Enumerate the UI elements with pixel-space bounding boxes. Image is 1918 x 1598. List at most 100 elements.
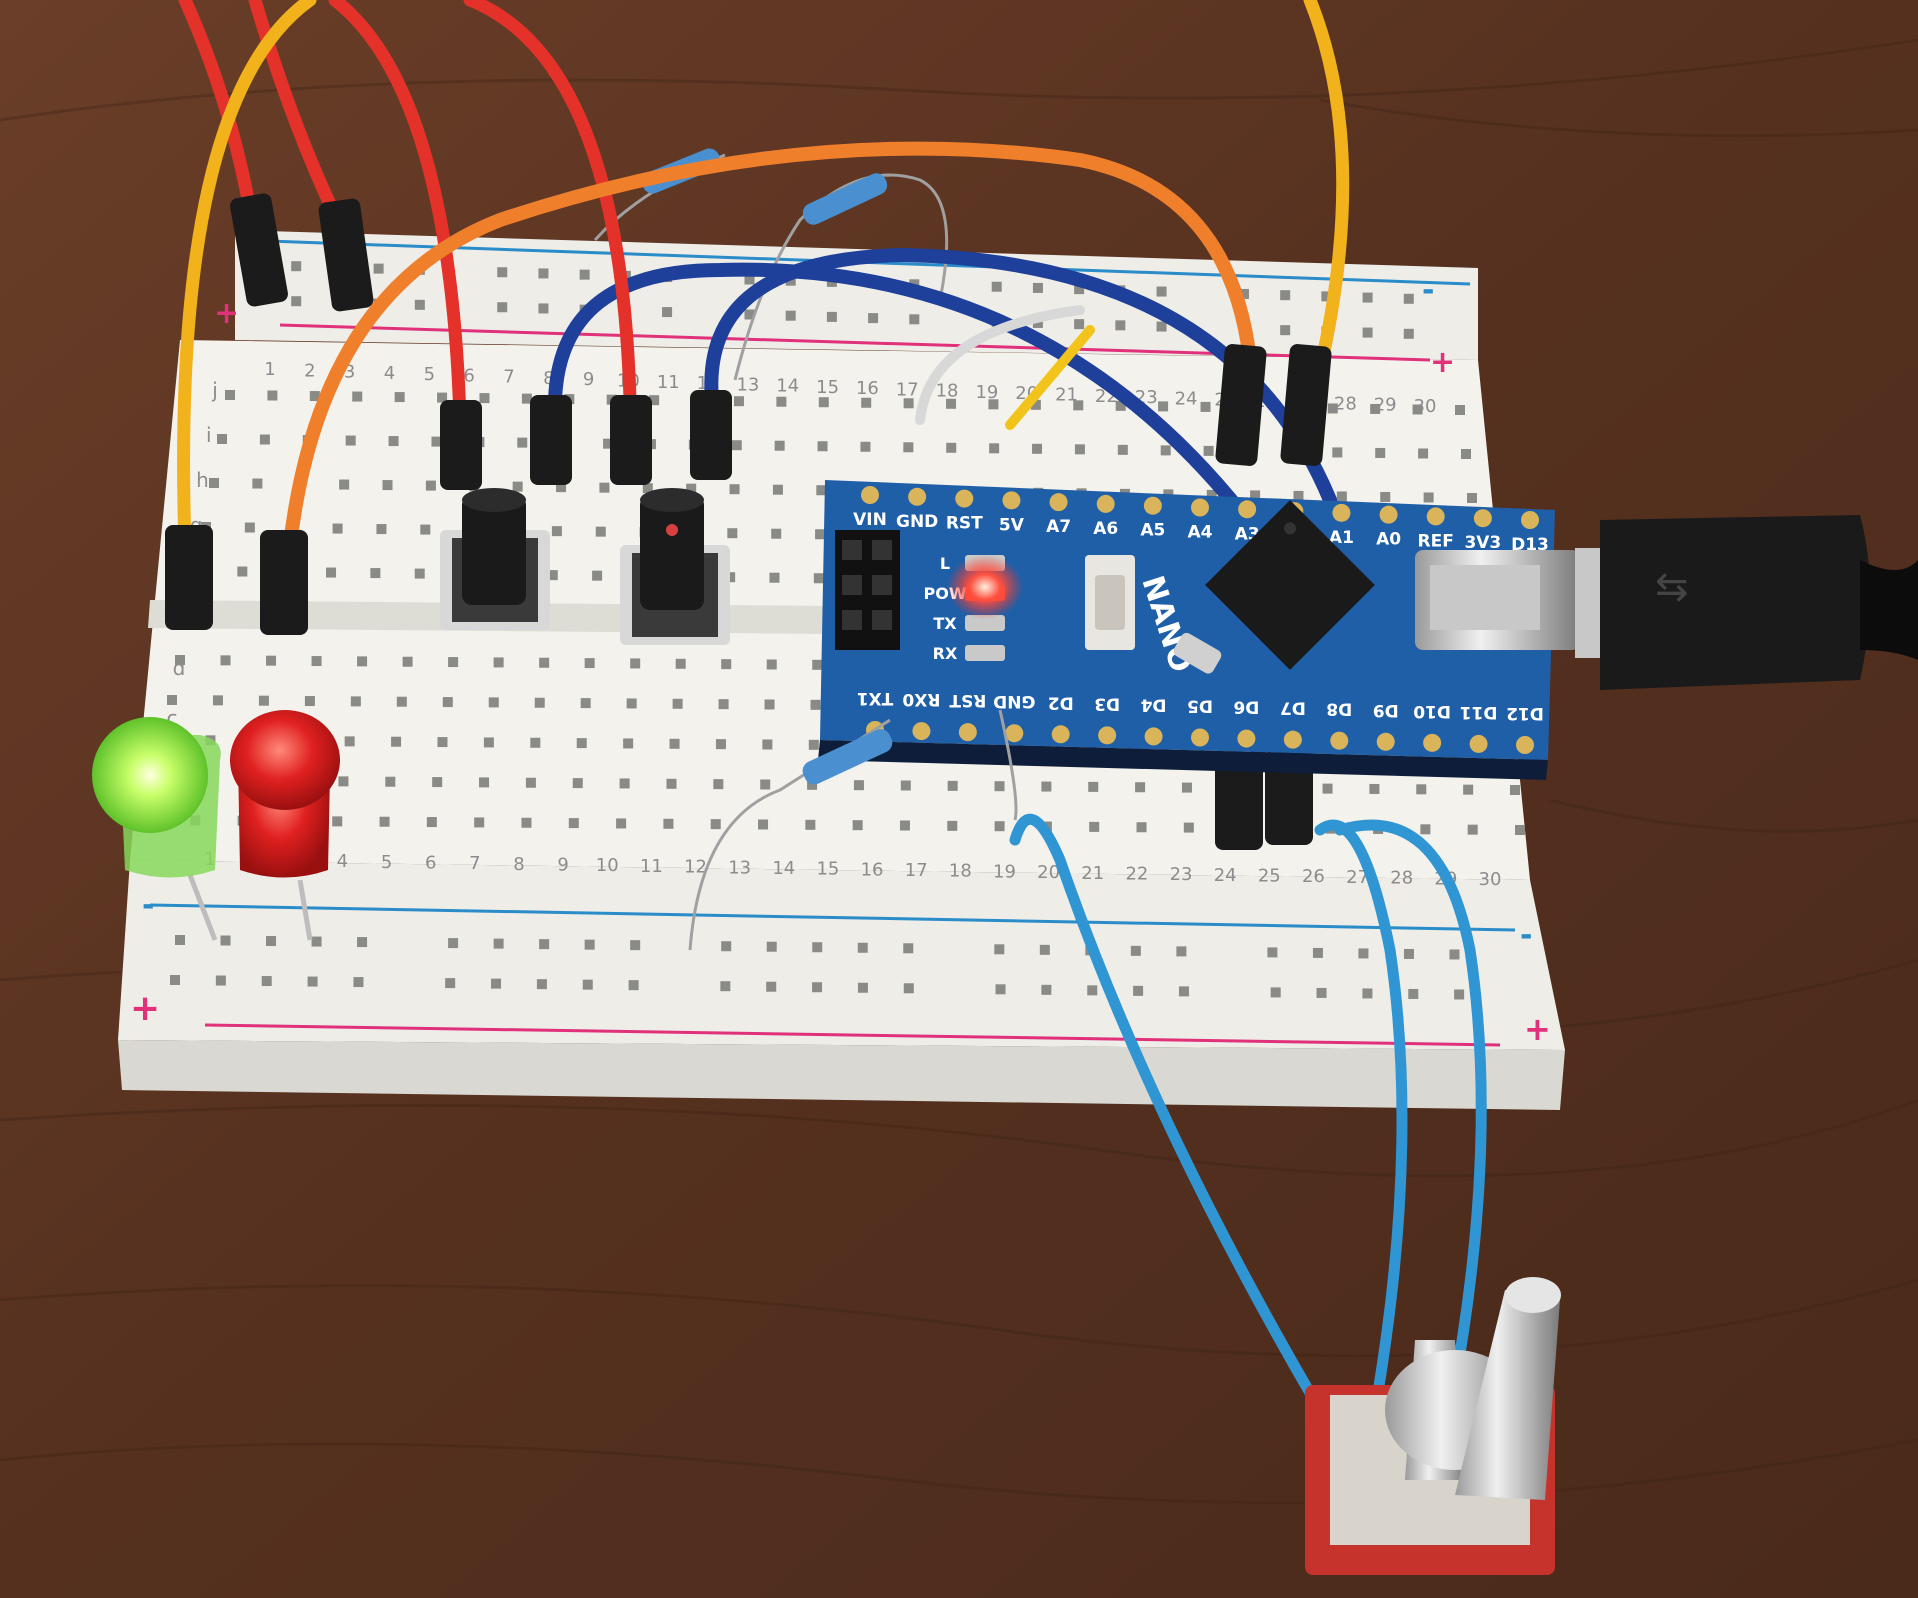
breadboard-hole [662,307,673,318]
breadboard-hole [448,657,459,668]
breadboard-hole [1461,449,1471,459]
breadboard-hole [437,392,448,403]
toggle-switch [1305,1277,1561,1575]
breadboard-hole [599,482,610,493]
breadboard-hole [488,697,499,708]
breadboard-hole [826,311,837,322]
breadboard-hole [1316,987,1327,998]
usb-symbol-icon: ⇆ [1655,564,1689,610]
breadboard-hole [1380,491,1391,502]
nano-top-pin-label: 3V3 [1464,533,1501,553]
breadboard-hole [483,737,494,748]
breadboard-hole [261,976,272,987]
green-led [92,717,313,941]
breadboard-hole [947,820,958,831]
column-number: 19 [993,861,1016,882]
column-number: 30 [1479,869,1502,890]
orange-wires [283,141,1257,552]
breadboard-hole [1030,399,1041,410]
breadboard-hole [1412,404,1423,415]
breadboard-hole [1370,403,1381,414]
push-button-left [440,488,550,630]
column-number: 8 [543,368,554,389]
nano-led [965,645,1005,661]
breadboard-hole [592,570,603,581]
breadboard-hole [1183,822,1194,833]
nano-pin [1473,509,1492,528]
breadboard-hole [1362,988,1373,999]
breadboard-hole [1416,784,1427,795]
breadboard-hole [710,819,721,830]
breadboard-hole [868,313,879,324]
column-number: 5 [381,852,392,873]
column-number: 5 [424,364,435,385]
nano-pin [1238,500,1257,519]
breadboard-hole [1130,945,1141,956]
nano-pin [1332,503,1351,522]
breadboard-hole [539,657,550,668]
nano-pin [1376,732,1395,751]
breadboard-hole [1176,946,1187,957]
breadboard-hole [1423,492,1434,503]
nano-bottom-pin-label: RST [949,690,986,710]
breadboard-hole [1133,985,1144,996]
nano-top-pin-label: A7 [1046,517,1071,537]
breadboard-hole [1032,317,1043,328]
breadboard-hole [995,984,1006,995]
breadboard-hole [1449,949,1460,960]
breadboard-hole [266,655,277,666]
breadboard-hole [721,941,732,952]
breadboard-hole [1322,783,1333,794]
breadboard-hole [394,392,405,403]
breadboard-hole [497,302,508,313]
wire-connectors [165,193,1332,850]
nano-bottom-pin-label: D10 [1413,701,1451,721]
nano-bottom-pin-label: D12 [1506,703,1544,723]
breadboard-hole [1369,783,1380,794]
breadboard-hole [595,526,606,537]
row-letter: j [211,378,218,402]
usb-cable: ⇆ [1575,515,1918,690]
breadboard-hole [903,398,914,409]
nano-bottom-pin-label: TX1 [857,688,894,708]
breadboard-hole [818,397,829,408]
breadboard-hole [352,391,363,402]
crystal [1173,632,1222,674]
breadboard-hole [258,695,269,706]
breadboard-hole [376,524,387,535]
breadboard-hole [1158,401,1169,412]
breadboard-hole [1115,400,1126,411]
breadboard-hole [630,658,641,669]
yellow-jumper [1005,325,1095,430]
breadboard-hole [1203,445,1214,456]
breadboard-hole [572,778,583,789]
breadboard-hole [1088,781,1099,792]
breadboard-hole [267,390,278,401]
breadboard-hole [1467,824,1478,835]
breadboard-hole [266,936,277,947]
top-rail-minus: - [1422,273,1434,308]
breadboard-hole [584,939,595,950]
breadboard-hole [988,399,999,410]
breadboard-hole [733,396,744,407]
breadboard-hole [339,479,350,490]
nano-bottom-pin-label: D5 [1187,696,1213,716]
breadboard-hole [1375,447,1386,458]
nano-pin [1469,734,1488,753]
breadboard-hole [1336,491,1347,502]
breadboard-hole [1362,292,1373,303]
column-number: 26 [1302,866,1325,887]
nano-pin [1516,736,1534,754]
breadboard-hole [220,935,231,946]
column-number: 10 [596,855,619,876]
breadboard-hole [994,781,1005,792]
breadboard-hole [350,696,361,707]
nano-bottom-pin-label: D6 [1233,697,1259,717]
breadboard-hole [758,819,769,830]
nano-led-label: L [940,554,950,573]
nano-bottom-pin-label: D4 [1140,694,1166,714]
breadboard-hole [666,778,677,789]
breadboard-hole [252,478,263,489]
row-letter: i [206,423,212,447]
breadboard-hole [1074,444,1085,455]
